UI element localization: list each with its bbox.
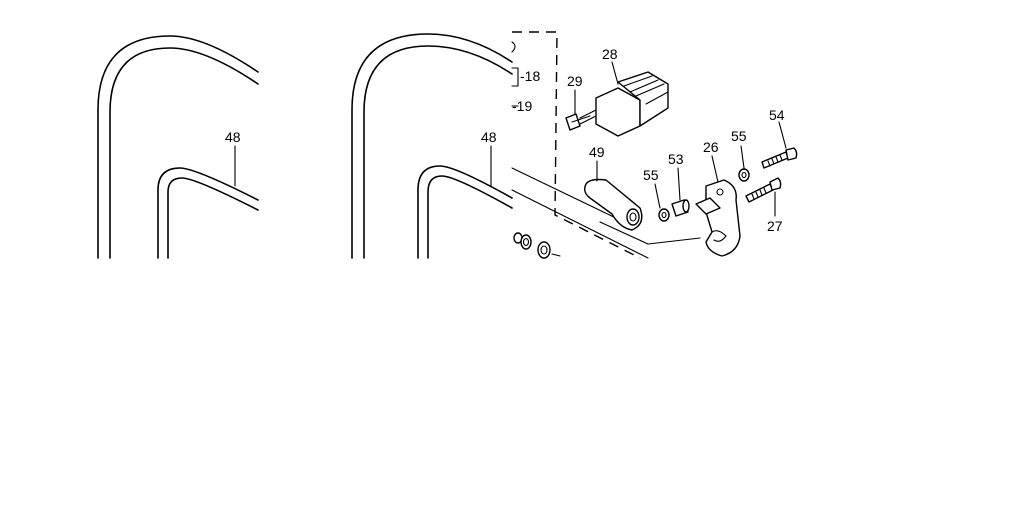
callout-18-number: 18 — [524, 68, 541, 84]
washer-55-left — [658, 208, 670, 222]
callout-48-right: 48 — [481, 129, 497, 145]
callout-19-number: 19 — [516, 98, 533, 114]
callout-27: 27 — [767, 218, 783, 234]
leader-26 — [711, 155, 719, 183]
callout-29: 29 — [567, 73, 583, 89]
hose-right-outer — [351, 33, 513, 259]
spacer-53 — [671, 199, 690, 217]
leader-54 — [778, 121, 787, 149]
callout-55-right: 55 — [731, 128, 747, 144]
lever-49 — [583, 178, 643, 231]
hose-left-inner — [157, 167, 259, 259]
callout-28: 28 — [602, 46, 618, 62]
callout-54: 54 — [769, 107, 785, 123]
bracket-mark-top — [511, 41, 516, 53]
callout-19: -19 — [512, 98, 533, 114]
pin-29 — [565, 113, 591, 131]
callout-53: 53 — [668, 151, 684, 167]
frame-line-lower — [511, 189, 649, 259]
leader-28 — [611, 61, 619, 85]
bracket-26 — [695, 179, 741, 257]
connector-28 — [579, 71, 669, 137]
bolt-54 — [761, 147, 798, 169]
callout-48-left: 48 — [225, 129, 241, 145]
frame-line-upper — [511, 167, 621, 221]
bolt-27 — [745, 177, 782, 203]
washer-55-right — [738, 168, 750, 182]
callout-26: 26 — [703, 139, 719, 155]
frame-corner — [599, 221, 701, 245]
hose-right-inner — [417, 165, 513, 259]
callout-55-left: 55 — [643, 167, 659, 183]
callout-18: -18 — [520, 68, 541, 84]
leader-55-left — [654, 183, 661, 209]
leader-55-right — [740, 145, 745, 169]
bracket-18 — [511, 67, 519, 87]
callout-49: 49 — [589, 144, 605, 160]
hose-left-outer — [97, 35, 259, 259]
seal-parts — [513, 232, 561, 259]
leader-53 — [677, 167, 681, 201]
dashed-enclosure — [512, 31, 641, 259]
